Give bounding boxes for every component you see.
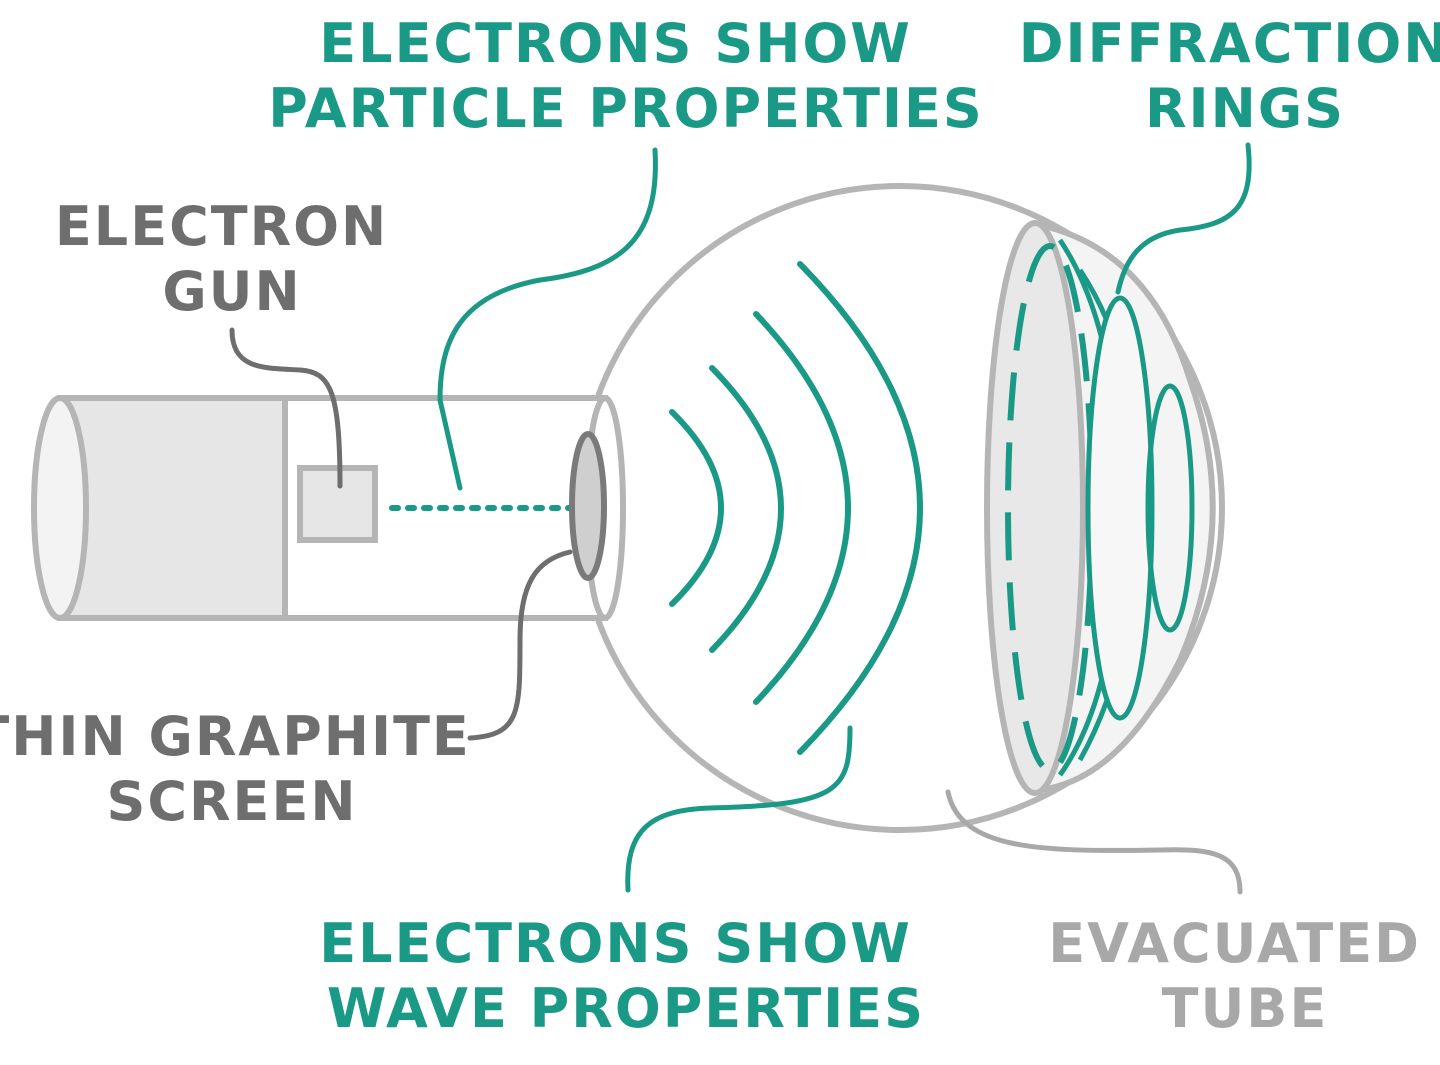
label-diffraction-rings: DIFFRACTION RINGS <box>1019 12 1440 140</box>
graphite-screen <box>569 431 607 581</box>
leader-rings <box>1115 142 1252 295</box>
label-rings-line-1: DIFFRACTION <box>1019 12 1440 75</box>
leader-particle <box>437 147 658 491</box>
leader-gun <box>229 327 343 489</box>
leader-wave <box>625 725 853 893</box>
fluorescent-screen-face <box>984 220 1086 796</box>
electron-gun-rear-cap <box>31 395 89 621</box>
label-gun-line-1: ELECTRON <box>55 195 388 258</box>
wavefront-2 <box>709 365 784 653</box>
label-particle-line-2: PARTICLE PROPERTIES <box>268 77 984 140</box>
wavefront-4 <box>797 261 923 755</box>
label-screen-line-1: THIN GRAPHITE <box>0 705 471 768</box>
label-particle-properties: ELECTRONS SHOW PARTICLE PROPERTIES <box>268 12 984 140</box>
label-particle-line-1: ELECTRONS SHOW <box>319 12 912 75</box>
electron-gun-body <box>57 395 288 621</box>
diffraction-ring-inner <box>1085 295 1155 721</box>
label-evacuated-tube: EVACUATED TUBE <box>1048 912 1440 1040</box>
label-tube-line-1: EVACUATED <box>1048 912 1421 975</box>
label-graphite-screen: THIN GRAPHITE SCREEN <box>0 705 492 833</box>
label-screen-line-2: SCREEN <box>106 770 357 833</box>
label-electron-gun: ELECTRON GUN <box>55 195 409 323</box>
leader-tube <box>945 789 1243 895</box>
label-rings-line-2: RINGS <box>1145 77 1345 140</box>
label-wave-properties: ELECTRONS SHOW WAVE PROPERTIES <box>319 912 932 1040</box>
diffraction-ring-center <box>1145 383 1195 633</box>
wavefront-3 <box>753 311 851 705</box>
label-wave-line-2: WAVE PROPERTIES <box>327 977 925 1040</box>
label-wave-line-1: ELECTRONS SHOW <box>319 912 912 975</box>
label-tube-line-2: TUBE <box>1162 977 1329 1040</box>
leader-screen <box>467 549 573 741</box>
label-gun-line-2: GUN <box>162 260 301 323</box>
wavefront-1 <box>669 409 724 607</box>
